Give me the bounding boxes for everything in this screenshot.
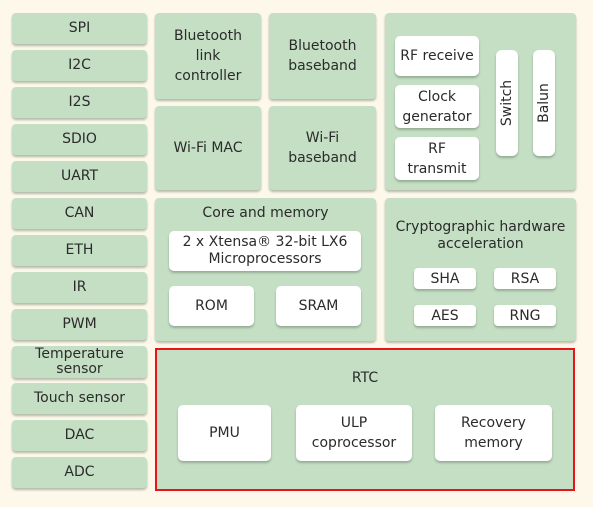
wifi-baseband-label: Wi-Fi baseband xyxy=(288,130,357,166)
peripheral-can: CAN xyxy=(12,198,147,229)
switch-box: Switch xyxy=(496,50,518,156)
peripheral-label: I2S xyxy=(68,94,91,110)
peripheral-uart: UART xyxy=(12,161,147,192)
bluetooth-link-controller-block: Bluetooth link controller xyxy=(155,13,261,99)
peripheral-adc: ADC xyxy=(12,457,147,488)
peripheral-label: SDIO xyxy=(62,131,97,147)
sha-label: SHA xyxy=(430,270,460,287)
peripheral-label: Touch sensor xyxy=(33,390,126,406)
clock-generator-box: Clock generator xyxy=(395,85,479,128)
peripheral-label: PWM xyxy=(62,316,97,332)
rom-label: ROM xyxy=(195,298,228,314)
wifi-baseband-block: Wi-Fi baseband xyxy=(269,106,376,190)
peripheral-pwm: PWM xyxy=(12,309,147,340)
rf-receive-label: RF receive xyxy=(400,48,474,64)
balun-label: Balun xyxy=(536,83,553,123)
peripheral-label: I2C xyxy=(68,57,91,73)
core-memory-title: Core and memory xyxy=(202,205,329,221)
peripheral-label: UART xyxy=(60,168,99,184)
peripheral-label: CAN xyxy=(64,205,95,221)
rng-label: RNG xyxy=(509,307,541,324)
rng-box: RNG xyxy=(494,305,556,326)
peripheral-label: IR xyxy=(72,279,87,295)
rf-transmit-box: RF transmit xyxy=(395,137,479,180)
crypto-title: Cryptographic hardware acceleration xyxy=(395,219,566,252)
peripheral-eth: ETH xyxy=(12,235,147,266)
processor-box: 2 x Xtensa® 32-bit LX6 Microprocessors xyxy=(169,231,361,271)
peripheral-i2c: I2C xyxy=(12,50,147,81)
peripheral-sdio: SDIO xyxy=(12,124,147,155)
ulp-coprocessor-label: ULP coprocessor xyxy=(311,415,397,451)
aes-box: AES xyxy=(414,305,476,326)
wifi-mac-block: Wi-Fi MAC xyxy=(155,106,261,190)
peripheral-ir: IR xyxy=(12,272,147,303)
ulp-coprocessor-box: ULP coprocessor xyxy=(296,405,412,461)
balun-box: Balun xyxy=(533,50,555,156)
rom-box: ROM xyxy=(169,286,254,326)
rf-transmit-label: RF transmit xyxy=(407,140,467,177)
bluetooth-baseband-block: Bluetooth baseband xyxy=(269,13,376,99)
pmu-label: PMU xyxy=(209,425,240,441)
peripheral-label: ADC xyxy=(64,464,95,480)
bluetooth-baseband-label: Bluetooth baseband xyxy=(288,38,357,74)
sram-label: SRAM xyxy=(298,298,339,314)
peripheral-temperature-sensor: Temperature sensor xyxy=(12,346,147,378)
peripheral-label: SPI xyxy=(68,20,91,36)
peripheral-label: DAC xyxy=(64,427,95,443)
peripheral-spi: SPI xyxy=(12,13,147,44)
peripheral-label: ETH xyxy=(65,242,94,258)
rsa-box: RSA xyxy=(494,268,556,289)
aes-label: AES xyxy=(431,307,459,324)
sram-box: SRAM xyxy=(276,286,361,326)
recovery-memory-box: Recovery memory xyxy=(435,405,552,461)
wifi-mac-label: Wi-Fi MAC xyxy=(173,140,243,156)
rf-receive-box: RF receive xyxy=(395,36,479,76)
bluetooth-link-controller-label: Bluetooth link controller xyxy=(174,28,242,84)
peripheral-label: Temperature sensor xyxy=(35,346,124,377)
recovery-memory-label: Recovery memory xyxy=(461,415,526,451)
processor-label: 2 x Xtensa® 32-bit LX6 Microprocessors xyxy=(182,234,348,267)
peripheral-touch-sensor: Touch sensor xyxy=(12,383,147,414)
rtc-title: RTC xyxy=(351,370,379,386)
peripheral-i2s: I2S xyxy=(12,87,147,118)
pmu-box: PMU xyxy=(178,405,271,461)
sha-box: SHA xyxy=(414,268,476,289)
peripheral-dac: DAC xyxy=(12,420,147,451)
clock-generator-label: Clock generator xyxy=(402,88,472,125)
rsa-label: RSA xyxy=(510,270,540,287)
switch-label: Switch xyxy=(499,79,516,127)
